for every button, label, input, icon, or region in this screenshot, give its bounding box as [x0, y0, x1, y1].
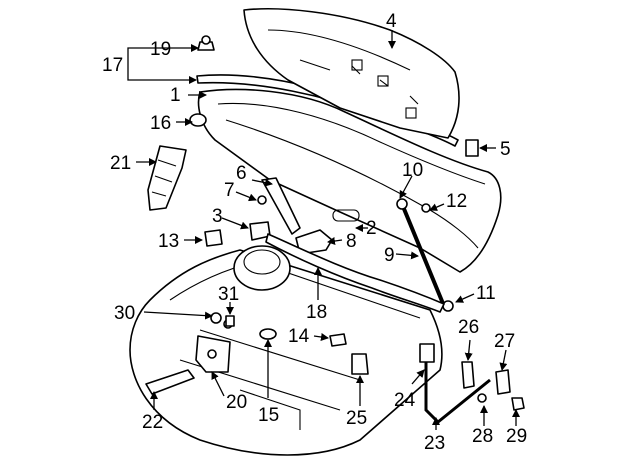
callout-30: 30: [114, 303, 135, 324]
callout-17: 17: [102, 55, 123, 76]
bolt-31: [225, 315, 235, 327]
callout-18: 18: [306, 302, 327, 323]
leader-lines: [127, 30, 520, 430]
hood-insulation-pad: [243, 8, 460, 139]
callout-5: 5: [500, 139, 511, 160]
callout-22: 22: [142, 412, 163, 433]
callout-1: 1: [170, 85, 181, 106]
callout-29: 29: [506, 426, 527, 447]
callout-20: 20: [226, 392, 247, 413]
front-body: [129, 245, 443, 456]
callout-27: 27: [494, 331, 515, 352]
callout-25: 25: [346, 408, 367, 429]
callout-12: 12: [446, 191, 467, 212]
clip-5: [465, 139, 479, 157]
callout-7: 7: [224, 180, 235, 201]
clip-29: [511, 397, 525, 411]
callout-2: 2: [366, 218, 377, 239]
guide-25: [351, 353, 369, 375]
bolt-28: [477, 393, 487, 403]
bumper-14: [329, 333, 347, 347]
callout-19: 19: [150, 39, 171, 60]
callout-26: 26: [458, 317, 479, 338]
callout-labels: 4 19 17 1 16 5 21 6 7 10 12 3 2 13 8 9 1…: [102, 11, 527, 454]
release-handle-22: [145, 369, 195, 395]
callout-3: 3: [212, 206, 223, 227]
callout-4: 4: [386, 11, 397, 32]
clip-19: [197, 35, 215, 51]
bracket-27: [495, 369, 511, 395]
callout-14: 14: [288, 326, 310, 347]
callout-8: 8: [346, 231, 357, 252]
callout-10: 10: [402, 160, 423, 181]
hood-support-rod: [396, 198, 454, 312]
callout-31: 31: [218, 284, 239, 305]
callout-24: 24: [394, 390, 416, 411]
hinge-cover-21: [147, 145, 187, 211]
hood-panel: [197, 88, 502, 273]
hood-hinge-6: [257, 177, 301, 235]
cap-15: [259, 328, 277, 340]
callout-6: 6: [236, 163, 247, 184]
callout-9: 9: [384, 245, 395, 266]
weatherstrip-18: [265, 233, 445, 313]
callout-21: 21: [110, 153, 131, 174]
hood-latch-20: [195, 335, 231, 373]
grommet-16: [189, 113, 207, 127]
callout-15: 15: [258, 405, 279, 426]
callout-23: 23: [424, 433, 445, 454]
callout-13: 13: [158, 231, 179, 252]
bumper-13: [204, 229, 223, 247]
clip-26: [461, 361, 475, 389]
callout-16: 16: [150, 113, 171, 134]
release-cable-23: [419, 343, 491, 425]
callout-28: 28: [472, 426, 493, 447]
callout-11: 11: [476, 283, 496, 304]
